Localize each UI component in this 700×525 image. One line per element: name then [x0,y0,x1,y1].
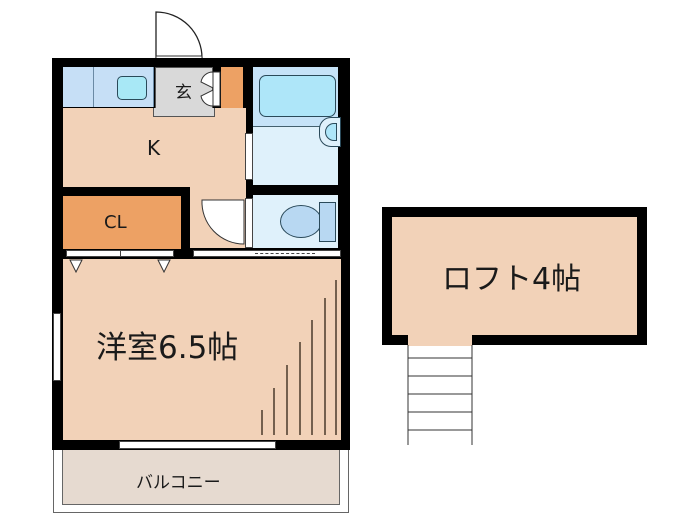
balcony-window [119,441,276,449]
shoe-closet [221,67,243,109]
room-door-dashes [255,253,315,254]
closet-arrows-icon [69,259,171,274]
western-room-label: 洋室6.5帖 [96,330,239,366]
bath-door-frame [245,133,253,180]
balcony-label: バルコニー [136,473,221,493]
closet-label: CL [104,212,127,233]
toilet-door-frame [245,198,253,248]
kitchen-counter-divider [93,67,94,107]
closet-door-divider [120,250,121,257]
loft-stairs-icon [407,345,473,445]
loft-opening [408,334,472,346]
genkan-floor-cut [153,108,215,117]
washbasin-inner [325,123,337,141]
toilet-door-icon [201,199,245,245]
bathtub-icon [259,75,336,117]
sink-icon [117,76,147,100]
loft-label: ロフト4帖 [442,262,582,297]
closet-room [63,196,181,249]
western-room [63,259,341,440]
kitchen-room [63,108,246,187]
genkan-label: 玄 [175,83,192,103]
balcony [62,450,340,505]
toilet-bowl-icon [280,205,322,238]
shoe-closet-door-icon [200,71,221,107]
loft-ladder-icon [261,280,337,435]
kitchen-label: K [147,136,161,160]
side-window [53,313,61,381]
toilet-tank-icon [319,202,336,242]
entry-door-icon [155,11,203,63]
loft-room [392,217,637,335]
